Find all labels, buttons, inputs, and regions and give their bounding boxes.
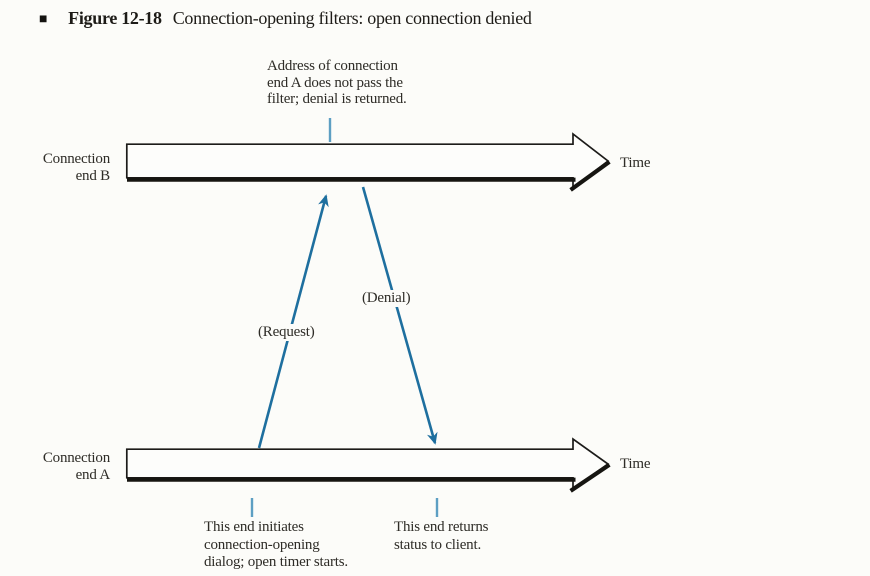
bullet-square-icon: ■: [39, 12, 48, 27]
time-axis-label-a: Time: [620, 456, 651, 472]
timeline-label-line: Connection: [42, 450, 110, 466]
timeline-label-line: end A: [75, 467, 111, 483]
time-axis-label-b: Time: [620, 155, 651, 171]
timeline-label-end-b: Connection end B: [30, 151, 110, 185]
denial-arrow: [361, 186, 438, 445]
annotation-open-dialog: This end initiates connection-opening di…: [204, 519, 348, 572]
timeline-arrow-end-b: [125, 132, 611, 192]
annotation-line: This end initiates: [204, 519, 304, 535]
annotation-return-status: This end returns status to client.: [394, 519, 488, 554]
figure-number: Figure 12-18: [68, 8, 162, 28]
denial-message-label: (Denial): [360, 290, 413, 307]
annotation-line: dialog; open timer starts.: [204, 554, 348, 570]
annotation-line: connection-opening: [204, 536, 320, 553]
figure-title-text: Connection-opening filters: open connect…: [172, 8, 532, 28]
annotation-line: filter; denial is returned.: [267, 91, 407, 107]
timeline-label-end-a: Connection end A: [30, 450, 110, 484]
timeline-arrow-end-a: [125, 437, 611, 493]
annotation-line: end A does not pass the: [267, 74, 403, 91]
annotation-line: This end returns: [394, 519, 489, 535]
timeline-arrow-shadow-a: [127, 463, 611, 493]
annotation-filter-denial: Address of connection end A does not pas…: [267, 58, 407, 108]
figure-caption: ■ Figure 12-18 Connection-opening filter…: [39, 8, 532, 29]
annotation-line: status to client.: [394, 536, 482, 553]
request-message-label: (Request): [256, 324, 317, 341]
timeline-label-line: Connection: [42, 151, 110, 167]
annotation-line: Address of connection: [267, 58, 398, 74]
timeline-label-line: end B: [75, 168, 111, 184]
timeline-arrow-shadow-b: [127, 160, 611, 192]
request-arrow: [257, 194, 329, 449]
